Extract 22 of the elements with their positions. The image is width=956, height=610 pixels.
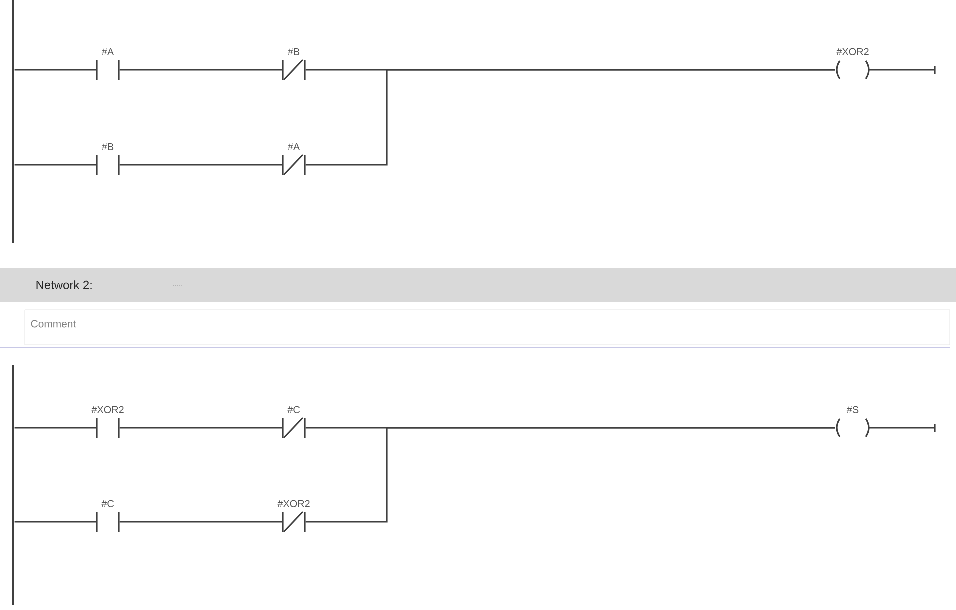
normally-closed-contact: #A xyxy=(282,144,306,176)
wire xyxy=(306,69,836,166)
wire xyxy=(14,69,96,71)
wire xyxy=(14,521,96,523)
normally-open-contact: #XOR2 xyxy=(92,406,124,439)
wire xyxy=(120,164,282,166)
normally-open-contact: #B xyxy=(96,144,120,176)
wire xyxy=(306,427,836,523)
comment-field: Comment xyxy=(24,310,950,346)
normally-closed-contact: #C xyxy=(282,406,306,439)
network-title: Network 2: xyxy=(36,280,92,290)
coil: #S xyxy=(836,406,870,438)
wire xyxy=(120,427,282,429)
normally-closed-contact: #B xyxy=(282,48,306,81)
normally-closed-contact: #XOR2 xyxy=(278,500,310,533)
normally-open-contact: #C xyxy=(96,500,120,533)
normally-open-contact: #A xyxy=(96,48,120,81)
wire xyxy=(120,69,282,71)
wire xyxy=(14,427,96,429)
wire xyxy=(14,164,96,166)
coil: #XOR2 xyxy=(836,48,870,80)
wire xyxy=(120,521,282,523)
